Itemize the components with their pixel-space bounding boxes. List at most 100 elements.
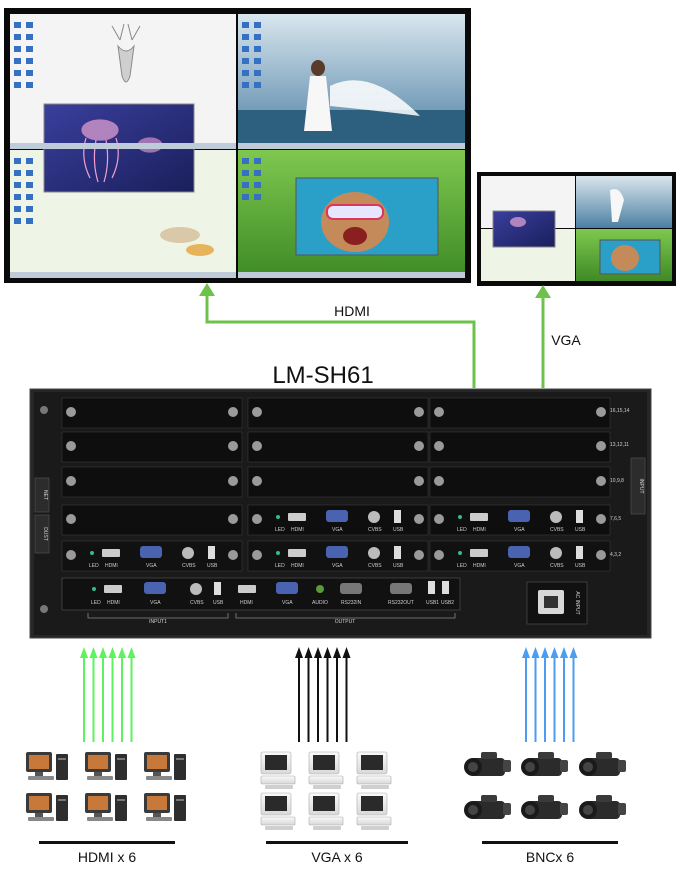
chassis-screw [40,605,48,613]
port-label: LED [457,563,467,569]
port-label: HDMI [291,563,304,569]
device-model-title: LM-SH61 [272,362,373,389]
port-label: HDMI [291,527,304,533]
port-label: VGA [514,527,525,533]
vga-port [144,582,166,594]
thumb-screw [252,476,262,486]
source-arrowhead [314,647,322,658]
port-label: CVBS [550,527,564,533]
computer-icon [144,793,186,821]
computer-icon [85,793,127,821]
taskbar-bottom-right [238,272,465,278]
blank-slot-plate [61,431,243,463]
thumb-screw [252,441,262,451]
thumb-screw [414,407,424,417]
thumb-screw [596,476,606,486]
thumb-screw [228,550,238,560]
computer-icon [26,793,68,821]
source-arrowhead [295,647,303,658]
usb-port [576,546,583,559]
camcorder-icon [579,752,626,776]
usb-port [394,510,401,523]
port-label: VGA [514,563,525,569]
port-label: LED [457,527,467,533]
blank-slot-plate [61,466,243,498]
woman-figure [304,60,420,131]
blank-slot-plate [61,397,243,429]
desktop-icons [14,22,261,224]
port-label: VGA [146,563,157,569]
hdmi-group-label: HDMI x 6 [78,849,137,865]
thumb-screw [596,550,606,560]
source-arrowhead [99,647,107,658]
port-label: LED [89,563,99,569]
camcorder-icon [521,795,568,819]
source-arrowhead [560,647,568,658]
bnc-group-label: BNCx 6 [526,849,574,865]
input1-ports [92,582,221,595]
port-label: USB [393,527,404,533]
vga-port [326,510,348,522]
computer-icon [308,792,344,830]
bnc-port [368,511,380,523]
hdmi-group-underline [39,841,175,844]
usb2-port [442,581,449,594]
bnc-port [190,583,202,595]
hdmi-link-label: HDMI [334,303,370,319]
thumb-screw [434,550,444,560]
taskbar-bottom-left [10,272,236,278]
usb-port [214,582,221,595]
side-input-label: INPUT [638,479,644,494]
port-label: HDMI [105,563,118,569]
port-label: HDMI [107,600,120,606]
source-arrowhead [569,647,578,658]
port-label: HDMI [473,527,486,533]
port-label: USB [575,563,586,569]
thumb-screw [596,441,606,451]
bnc-group-underline [482,841,618,844]
camcorder-icon [464,752,511,776]
thumb-screw [596,514,606,524]
small-display [477,172,676,286]
port-label: CVBS [368,527,382,533]
thumb-screw [66,407,76,417]
thumb-screw [414,514,424,524]
thumb-screw [252,550,262,560]
taskbar-top-left [10,143,236,149]
bnc-port [182,547,194,559]
port-label: USB [575,527,586,533]
led-indicator [458,551,462,555]
source-arrowhead [342,647,351,658]
large-display [4,8,471,283]
camcorder-icon [521,752,568,776]
port-label: VGA [282,600,293,606]
deer-art [111,23,141,83]
output-ports [238,581,449,594]
source-arrows [80,647,578,742]
hdmi-port [470,549,488,557]
vga-link-arrowhead [535,285,551,298]
chassis-screw [40,406,48,414]
output-section-label: OUTPUT [335,619,356,625]
port-label: VGA [150,600,161,606]
thumb-screw [228,407,238,417]
vga-port [326,546,348,558]
port-label: USB [213,600,224,606]
hdmi-link-arrowhead [199,283,215,296]
thumb-screw [252,407,262,417]
port-label: HDMI [240,600,253,606]
camcorder-icon [464,795,511,819]
source-arrowhead [333,647,341,658]
blank-slot-plate [247,431,429,463]
thumb-screw [228,476,238,486]
source-arrowhead [118,647,126,658]
vga-port [508,510,530,522]
computer-icon [356,751,392,789]
rs232-in-port [340,583,362,594]
led-indicator [458,515,462,519]
row-label: 16,15,14 [610,408,630,414]
hdmi-link [205,292,476,388]
port-label: CVBS [182,563,196,569]
bnc-port [550,511,562,523]
input1-bracket [87,613,229,619]
